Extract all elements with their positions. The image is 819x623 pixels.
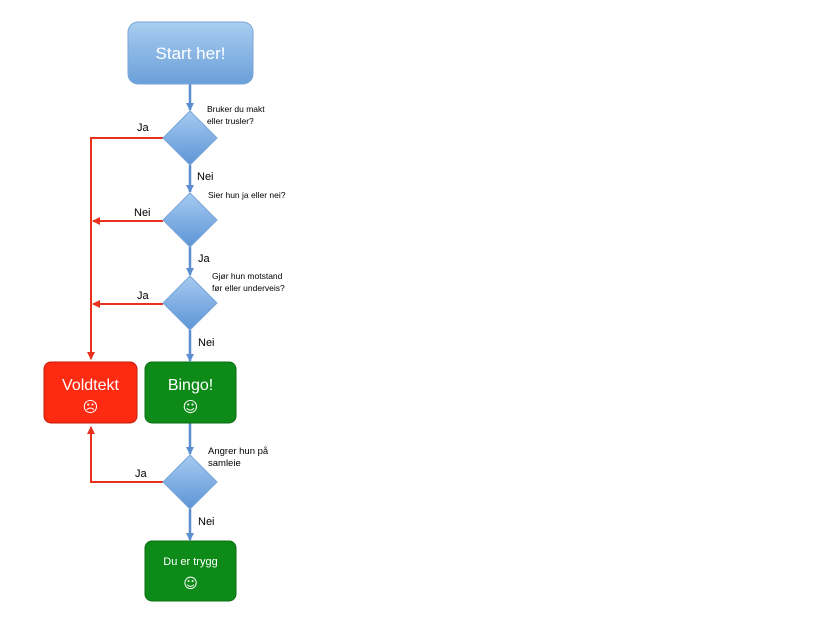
edge-label-d4-no: Nei <box>198 516 215 528</box>
arrow-d4-yes-to-voldtekt <box>87 426 163 483</box>
decision-2-diamond <box>162 192 218 248</box>
decision-4-question-line-1: Angrer hun på <box>208 446 269 457</box>
voldtekt-label: Voldtekt <box>62 377 119 394</box>
trygg-label: Du er trygg <box>163 556 217 568</box>
decision-4-question-line-2: samleie <box>208 458 241 469</box>
edge-label-d1-no: Nei <box>197 171 214 183</box>
decision-4-diamond <box>162 454 218 510</box>
edge-label-d4-yes: Ja <box>135 468 148 480</box>
decision-1-question-line-2: eller trusler? <box>207 116 254 126</box>
bingo-label: Bingo! <box>168 377 213 394</box>
arrow-d1-yes-to-voldtekt <box>87 137 163 360</box>
decision-1-question-line-1: Bruker du makt <box>207 104 265 114</box>
voldtekt-node: Voldtekt ☹ <box>43 361 138 424</box>
decision-2-question: Sier hun ja eller nei? <box>208 190 286 200</box>
edge-label-d2-down: Ja <box>198 253 211 265</box>
smiley-face-icon: ☺ <box>183 398 199 416</box>
decision-2-question-line-1: Sier hun ja eller nei? <box>208 190 286 200</box>
decision-3-question: Gjør hun motstand før eller underveis? <box>212 271 285 293</box>
edge-label-d3-yes: Ja <box>137 290 150 302</box>
trygg-smiley-face-icon: ☺ <box>183 576 198 592</box>
start-node: Start her! <box>127 21 254 85</box>
decision-3-diamond <box>162 275 218 331</box>
edge-label-d2-left: Nei <box>134 207 151 219</box>
bingo-node: Bingo! ☺ <box>144 361 237 424</box>
decision-1-question: Bruker du makt eller trusler? <box>207 104 265 126</box>
decision-3-question-line-2: før eller underveis? <box>212 283 285 293</box>
decision-3-question-line-1: Gjør hun motstand <box>212 271 283 281</box>
decision-4-question: Angrer hun på samleie <box>208 446 269 469</box>
trygg-node: Du er trygg ☺ <box>144 540 237 602</box>
decision-1-diamond <box>162 110 218 166</box>
edge-label-d1-yes: Ja <box>137 122 150 134</box>
sad-face-icon: ☹ <box>83 398 99 416</box>
start-label: Start her! <box>156 44 226 63</box>
edge-label-d3-no: Nei <box>198 337 215 349</box>
